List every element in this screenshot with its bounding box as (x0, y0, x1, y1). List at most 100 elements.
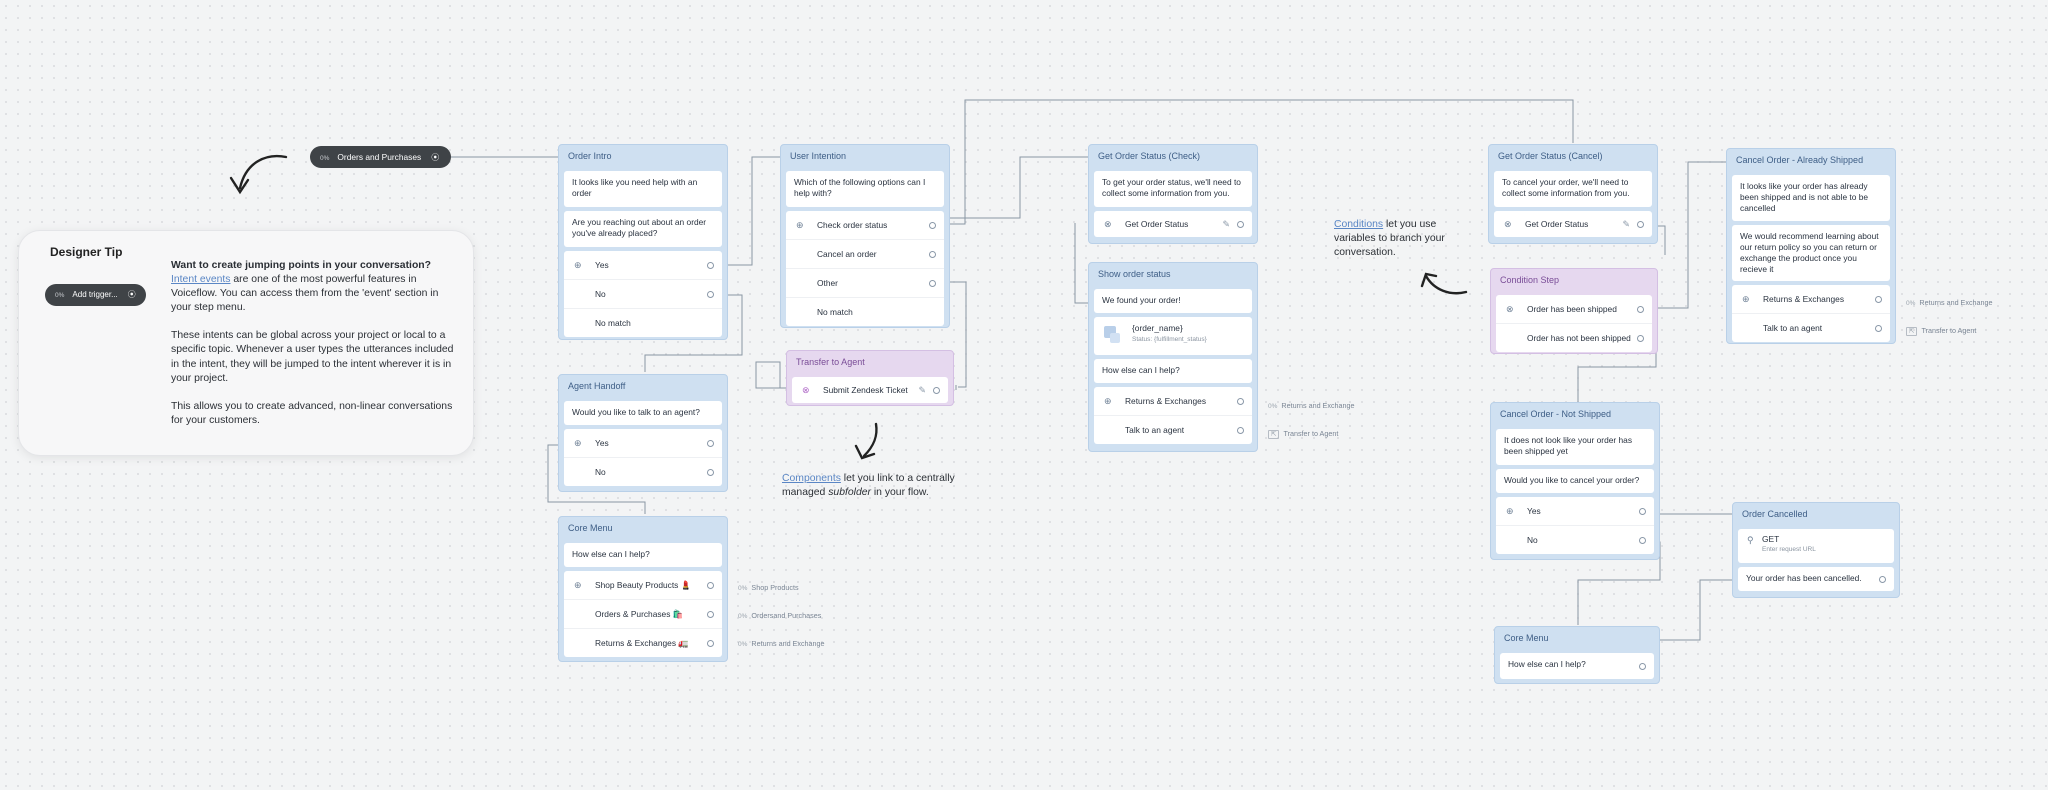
choice-returns-exchanges[interactable]: Returns & Exchanges 🚛 (564, 628, 722, 657)
choice-orders-purchases[interactable]: Orders & Purchases 🛍️ (564, 599, 722, 628)
port-icon[interactable] (1875, 296, 1882, 303)
block-cancel-not-shipped[interactable]: Cancel Order - Not Shipped It does not l… (1490, 402, 1660, 560)
choice-label: Returns & Exchanges (1125, 396, 1206, 406)
port-icon[interactable] (929, 251, 936, 258)
text-step[interactable]: We would recommend learning about our re… (1732, 225, 1890, 281)
get-order-status-step[interactable]: ⊗Get Order Status✎ (1094, 211, 1252, 237)
note-emphasis: subfolder (828, 487, 871, 498)
port-icon[interactable] (929, 280, 936, 287)
block-title: User Intention (786, 145, 944, 167)
block-title: Core Menu (564, 517, 722, 539)
port-icon[interactable] (1637, 335, 1644, 342)
choice-returns-exchanges[interactable]: ⊕Returns & Exchanges (1732, 285, 1890, 313)
edit-icon[interactable]: ✎ (1622, 211, 1630, 237)
port-icon[interactable] (929, 222, 936, 229)
port-icon[interactable] (707, 582, 714, 589)
jump-target-returns[interactable]: 0%Returns and Exchange (1268, 401, 1355, 410)
block-agent-handoff[interactable]: Agent Handoff Would you like to talk to … (558, 374, 728, 492)
block-condition-step[interactable]: Condition Step ⊗Order has been shipped O… (1490, 268, 1658, 354)
port-icon[interactable] (707, 640, 714, 647)
choice-yes[interactable]: ⊕Yes (564, 429, 722, 457)
condition-not-shipped[interactable]: Order has not been shipped (1496, 323, 1652, 352)
text-step[interactable]: How else can I help? (1094, 359, 1252, 383)
api-step[interactable]: ⚲ GET Enter request URL (1738, 529, 1894, 563)
port-icon[interactable] (1639, 537, 1646, 544)
block-get-order-status-cancel[interactable]: Get Order Status (Cancel) To cancel your… (1488, 144, 1658, 244)
port-icon[interactable] (1637, 221, 1644, 228)
block-title: Cancel Order - Already Shipped (1732, 149, 1890, 171)
block-core-menu[interactable]: Core Menu How else can I help? ⊕Shop Bea… (558, 516, 728, 662)
text-step[interactable]: Are you reaching out about an order you'… (564, 211, 722, 247)
block-order-intro[interactable]: Order Intro It looks like you need help … (558, 144, 728, 340)
text-step[interactable]: We found your order! (1094, 289, 1252, 313)
get-order-status-step[interactable]: ⊗Get Order Status✎ (1494, 211, 1652, 237)
add-trigger-pill[interactable]: 0%Add trigger...⦿ (45, 284, 146, 306)
text-step[interactable]: To get your order status, we'll need to … (1094, 171, 1252, 207)
intent-events-link[interactable]: Intent events (171, 274, 231, 285)
choice-returns-exchanges[interactable]: ⊕ Returns & Exchanges (1094, 387, 1252, 415)
port-icon[interactable] (1875, 325, 1882, 332)
text-step[interactable]: Which of the following options can I hel… (786, 171, 944, 207)
text-step[interactable]: Would you like to talk to an agent? (564, 401, 722, 425)
port-icon[interactable] (1879, 576, 1886, 583)
text-step[interactable]: Your order has been cancelled. (1738, 567, 1894, 591)
block-core-menu-2[interactable]: Core Menu How else can I help? (1494, 626, 1660, 684)
text-step[interactable]: How else can I help? (564, 543, 722, 567)
block-order-cancelled[interactable]: Order Cancelled ⚲ GET Enter request URL … (1732, 502, 1900, 598)
jump-target-returns[interactable]: 0%Returns and Exchange (1906, 298, 1993, 307)
choice-cancel-order[interactable]: Cancel an order (786, 239, 944, 268)
port-icon[interactable] (707, 469, 714, 476)
choice-other[interactable]: Other (786, 268, 944, 297)
choice-shop-beauty[interactable]: ⊕Shop Beauty Products 💄 (564, 571, 722, 599)
text-step[interactable]: It does not look like your order has bee… (1496, 429, 1654, 465)
choice-yes[interactable]: ⊕Yes (564, 251, 722, 279)
condition-shipped[interactable]: ⊗Order has been shipped (1496, 295, 1652, 323)
port-icon[interactable] (1637, 306, 1644, 313)
choice-icon: ⊕ (1104, 387, 1112, 415)
text-step[interactable]: To cancel your order, we'll need to coll… (1494, 171, 1652, 207)
port-icon[interactable] (1639, 508, 1646, 515)
block-cancel-already-shipped[interactable]: Cancel Order - Already Shipped It looks … (1726, 148, 1896, 344)
text-step[interactable]: It looks like you need help with an orde… (564, 171, 722, 207)
port-icon[interactable] (1237, 221, 1244, 228)
text-step[interactable]: Would you like to cancel your order? (1496, 469, 1654, 493)
port-icon[interactable] (707, 262, 714, 269)
jump-target-transfer-agent[interactable]: ⇱Transfer to Agent (1906, 326, 1976, 335)
block-user-intention[interactable]: User Intention Which of the following op… (780, 144, 950, 328)
choice-no-match[interactable]: No match (564, 308, 722, 337)
card-step[interactable]: {order_name} Status: {fulfillment_status… (1094, 317, 1252, 355)
block-show-order-status[interactable]: Show order status We found your order! {… (1088, 262, 1258, 452)
choice-check-order-status[interactable]: ⊕Check order status (786, 211, 944, 239)
zendesk-ticket-step[interactable]: ⊗Submit Zendesk Ticket✎ (792, 377, 948, 403)
block-transfer-to-agent[interactable]: Transfer to Agent ⊗Submit Zendesk Ticket… (786, 350, 954, 406)
choice-no[interactable]: No (1496, 525, 1654, 554)
jump-target-returns[interactable]: 0%Returns and Exchange (738, 639, 825, 648)
port-icon[interactable] (933, 387, 940, 394)
choice-talk-to-agent[interactable]: Talk to an agent (1094, 415, 1252, 444)
jump-target-orders-purchases[interactable]: 0%Ordersand Purchases (738, 611, 821, 620)
text-step[interactable]: It looks like your order has already bee… (1732, 175, 1890, 221)
edit-icon[interactable]: ✎ (1222, 211, 1230, 237)
port-icon[interactable] (707, 440, 714, 447)
choice-no-match[interactable]: No match (786, 297, 944, 326)
block-get-order-status-check[interactable]: Get Order Status (Check) To get your ord… (1088, 144, 1258, 244)
edit-icon[interactable]: ✎ (918, 377, 926, 403)
choice-talk-to-agent[interactable]: Talk to an agent (1732, 313, 1890, 342)
port-icon[interactable] (1237, 427, 1244, 434)
choice-yes[interactable]: ⊕Yes (1496, 497, 1654, 525)
port-icon[interactable] (1237, 398, 1244, 405)
choice-no[interactable]: No (564, 279, 722, 308)
conditions-link[interactable]: Conditions (1334, 219, 1383, 230)
trigger-orders-and-purchases[interactable]: 0%Orders and Purchases⦿ (310, 146, 451, 168)
port-icon[interactable] (707, 611, 714, 618)
text-step[interactable]: How else can I help? (1500, 653, 1654, 679)
jump-target-transfer-agent[interactable]: ⇱Transfer to Agent (1268, 429, 1338, 438)
condition-group: ⊗Order has been shipped Order has not be… (1496, 295, 1652, 352)
components-link[interactable]: Components (782, 473, 841, 484)
block-title: Get Order Status (Check) (1094, 145, 1252, 167)
choice-no[interactable]: No (564, 457, 722, 486)
goto-icon: 0% (738, 585, 747, 592)
port-icon[interactable] (1639, 663, 1646, 670)
port-icon[interactable] (707, 291, 714, 298)
jump-target-shop-products[interactable]: 0%Shop Products (738, 583, 799, 592)
